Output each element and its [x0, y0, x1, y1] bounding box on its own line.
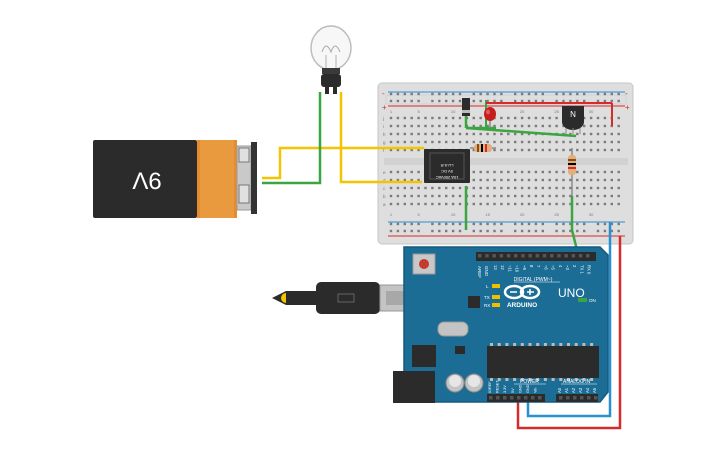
column-label: 30	[589, 109, 594, 114]
wire-blue-gnd[interactable]	[526, 222, 612, 418]
column-label: 20	[520, 109, 525, 114]
digital-pin-label: 2	[572, 265, 577, 268]
analog-pin-label: A2	[571, 387, 576, 393]
column-label: 30	[589, 212, 594, 217]
analog-pin-label: A0	[557, 387, 562, 393]
power-pin-label: GND	[518, 384, 522, 393]
column-label: 1	[390, 212, 393, 217]
digital-pin-label: TX 1	[579, 265, 584, 275]
column-label: 25	[554, 212, 559, 217]
relay[interactable]: LU-5-R 5V DC 10A 250VAC	[424, 149, 470, 183]
digital-pin-label: ~11	[507, 265, 512, 272]
wire-green-bulb[interactable]	[262, 92, 322, 185]
power-pin-label: Vin	[534, 388, 538, 393]
wires	[262, 92, 622, 430]
row-label: c	[383, 186, 386, 191]
digital-pin-label: 8	[529, 265, 534, 268]
row-label: h	[383, 132, 386, 137]
wire-yellow-battery[interactable]	[262, 146, 424, 180]
power-pin-label: GND	[526, 384, 530, 393]
arduino-logo-text: ARDUINO	[507, 302, 537, 309]
digital-pin-label: 13	[493, 265, 498, 270]
analog-header-label: ANALOG IN	[563, 379, 591, 385]
row-label: i	[383, 124, 384, 129]
breadboard[interactable]: jihgfedcba115510101515202025253030 - + -…	[377, 82, 634, 245]
pin-gnd-top: GND	[484, 266, 489, 277]
battery-label: 9V	[132, 167, 161, 194]
digital-header-label: DIGITAL (PWM~)	[514, 277, 553, 283]
led-tx-label: TX	[484, 295, 490, 300]
column-label: 10	[451, 212, 456, 217]
column-label: 5	[417, 109, 420, 114]
pin-aref: AREF	[477, 266, 482, 278]
transistor[interactable]: N	[562, 106, 584, 134]
power-jack[interactable]	[393, 371, 435, 403]
column-label: 20	[520, 212, 525, 217]
row-label: a	[383, 202, 386, 207]
digital-pin-label: 7	[536, 265, 541, 268]
digital-pin-label: ~5	[551, 265, 556, 270]
rail-minus-label-right: -	[625, 89, 628, 98]
digital-pin-label: 12	[500, 265, 505, 270]
column-label: 25	[554, 109, 559, 114]
power-pin-label: 5V	[511, 388, 515, 393]
arduino-logo	[503, 284, 541, 300]
wire-green-transistor[interactable]	[465, 126, 577, 138]
resistor-1[interactable]	[470, 144, 496, 152]
row-label: j	[382, 116, 384, 121]
relay-label-3: 10A 250VAC	[436, 175, 459, 180]
wire-red-5v[interactable]	[516, 236, 622, 430]
crystal	[437, 321, 469, 337]
row-label: d	[383, 178, 386, 183]
digital-pin-label: ~10	[515, 265, 520, 273]
analog-pin-label: A5	[592, 387, 597, 393]
power-header-label: POWER	[520, 379, 539, 385]
digital-pin-label: RX 0	[587, 265, 592, 275]
light-bulb[interactable]	[310, 25, 352, 94]
analog-pin-label: A3	[578, 387, 583, 393]
digital-pin-label: 4	[558, 265, 563, 268]
digital-pin-label: ~6	[543, 265, 548, 270]
wire-yellow-bulb[interactable]	[339, 92, 422, 184]
column-label: 10	[451, 109, 456, 114]
row-label: e	[383, 170, 386, 175]
rail-plus-label: +	[382, 103, 387, 112]
microcontroller-chip	[487, 346, 599, 378]
digital-pin-label: ~9	[522, 265, 527, 270]
led-red[interactable]	[484, 107, 496, 128]
rail-plus-label-right: +	[625, 103, 630, 112]
column-label: 15	[485, 212, 490, 217]
relay-label-2: 5V DC	[441, 169, 453, 174]
led-rx-label: RX	[484, 303, 490, 308]
transistor-label: N	[570, 110, 576, 119]
power-pin-label: IOREF	[488, 381, 492, 393]
power-pin-label: 3.3V	[503, 385, 507, 393]
rail-minus-label: -	[382, 89, 385, 98]
usb-cable[interactable]	[272, 282, 421, 314]
relay-label-1: LU-5-R	[440, 163, 453, 168]
diode[interactable]	[462, 98, 470, 116]
power-pin-label: RESET	[496, 380, 500, 393]
digital-pin-label: ~3	[565, 265, 570, 270]
led-l-label: L	[486, 284, 489, 289]
row-label: b	[383, 194, 386, 199]
battery-9v[interactable]: 9V	[93, 140, 257, 218]
analog-pin-label: A4	[585, 387, 590, 393]
column-label: 1	[390, 109, 393, 114]
row-label: f	[383, 148, 385, 153]
board-model: UNO	[558, 286, 585, 300]
row-label: g	[383, 140, 386, 145]
resistor-2[interactable]	[568, 148, 576, 196]
analog-pin-label: A1	[564, 387, 569, 393]
breadboard-holes: jihgfedcba115510101515202025253030	[382, 92, 620, 233]
column-label: 5	[417, 212, 420, 217]
on-led-label: ON	[589, 298, 596, 303]
